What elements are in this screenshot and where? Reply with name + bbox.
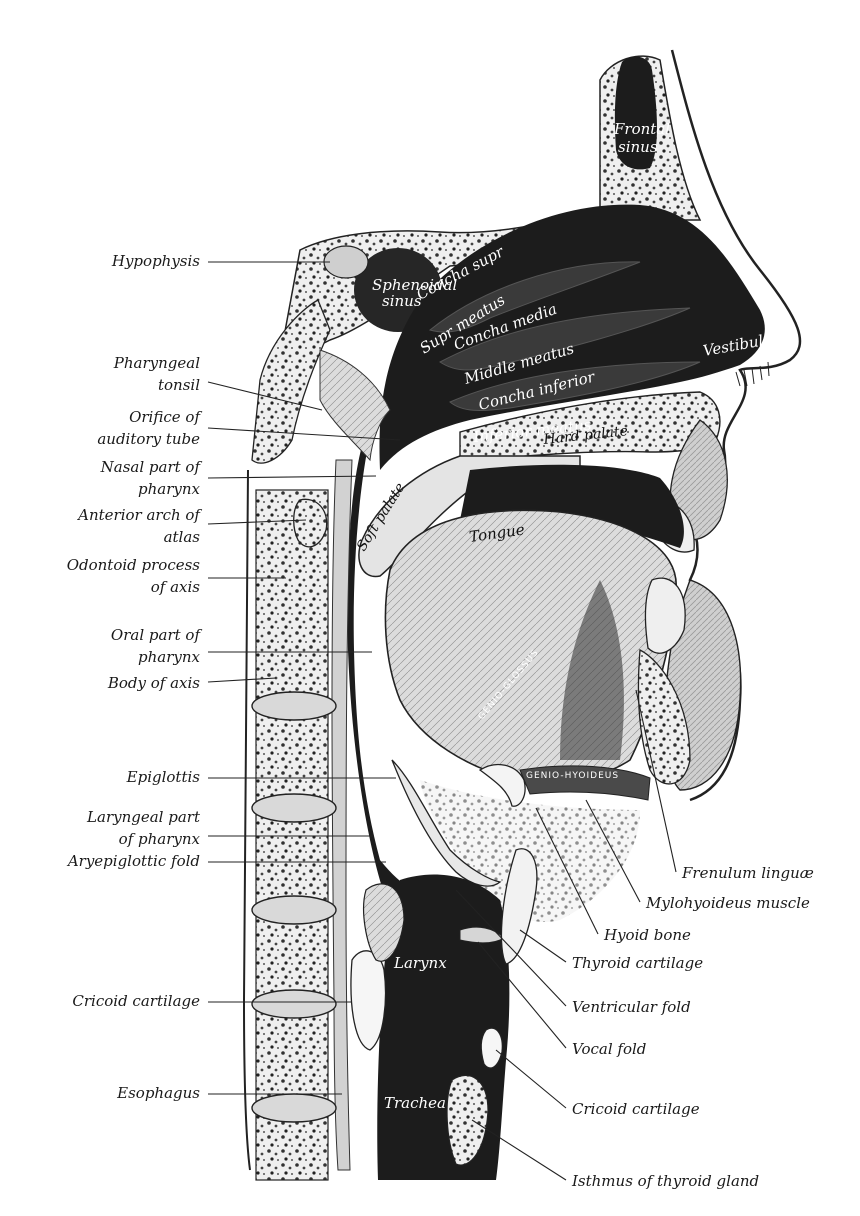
label-trachea: Trachea: [384, 1094, 446, 1112]
posterior-neck-outline: [242, 469, 251, 1171]
label-esophagus: Esophagus: [116, 1084, 200, 1102]
cricoid-cartilage-anterior: [480, 1027, 503, 1069]
oral-cavity: [460, 464, 684, 548]
label-mylohyoideus-muscle: Mylohyoideus muscle: [645, 894, 810, 912]
epiglottis-shape: [391, 759, 502, 887]
prevertebral-tissue: [331, 459, 353, 1171]
concha-media: [439, 307, 691, 371]
pharyngeal-wall: [319, 349, 391, 462]
genio-glossus-shade: [560, 580, 624, 760]
label-orifice-2: auditory tube: [97, 430, 200, 448]
label-thyroid-cartilage: Thyroid cartilage: [572, 954, 703, 972]
upper-lip: [669, 419, 728, 541]
label-frenulum-linguae: Frenulum linguæ: [681, 864, 814, 882]
left-labels: Hypophysis Pharyngeal tonsil Orifice of …: [66, 252, 203, 1102]
label-hyoid-bone: Hyoid bone: [603, 926, 691, 944]
intervertebral-discs: [251, 691, 337, 1123]
label-nasal-part-2: pharynx: [138, 480, 201, 498]
lower-incisor: [644, 577, 686, 654]
label-anterior-arch-2: atlas: [164, 528, 201, 546]
frontal-sinus: [614, 56, 657, 170]
label-cricoid-cartilage-right: Cricoid cartilage: [572, 1100, 700, 1118]
neck-soft-tissue: [420, 780, 640, 922]
label-isthmus-thyroid-gland: Isthmus of thyroid gland: [571, 1172, 759, 1190]
label-ventricular-fold: Ventricular fold: [572, 998, 691, 1016]
label-frontal-1: Frontal: [613, 120, 670, 138]
label-laryngeal-part-2: of pharynx: [119, 830, 201, 848]
concha-superior: [428, 261, 641, 333]
thyroid-cartilage-shape: [500, 848, 538, 965]
arytenoid-region: [363, 883, 405, 962]
mandible-bone: [637, 648, 691, 785]
right-leader-lines: [455, 689, 677, 1181]
label-larynx: Larynx: [393, 954, 447, 972]
hypophysis-shape: [323, 245, 369, 279]
tongue-body: [384, 509, 677, 783]
label-aryepiglottic-fold: Aryepiglottic fold: [66, 852, 200, 870]
label-anterior-arch-1: Anterior arch of: [76, 506, 202, 524]
label-cricoid-cartilage-left: Cricoid cartilage: [72, 992, 200, 1010]
label-vocal-fold: Vocal fold: [572, 1040, 646, 1058]
cricoid-cartilage-posterior: [350, 950, 387, 1051]
right-labels: Frenulum linguæ Mylohyoideus muscle Hyoi…: [571, 864, 814, 1190]
label-pharyngeal-tonsil-1: Pharyngeal: [113, 354, 200, 372]
label-sphenoidal-2: sinus: [382, 292, 422, 310]
label-laryngeal-part-1: Laryngeal part: [86, 808, 201, 826]
label-nasal-part-1: Nasal part of: [100, 458, 203, 476]
genio-hyoideus-shape: [519, 765, 651, 801]
left-leader-lines: [207, 261, 401, 1095]
label-oral-part-1: Oral part of: [111, 626, 203, 644]
concha-inferior: [449, 361, 701, 411]
label-genio-hyoideus: GENIO-HYOIDEUS: [526, 771, 619, 781]
label-epiglottis: Epiglottis: [126, 768, 201, 786]
label-frontal-2: sinus: [618, 138, 658, 156]
label-orifice-1: Orifice of: [129, 408, 202, 426]
occipital-bone: [251, 299, 331, 464]
label-hypophysis: Hypophysis: [111, 252, 200, 270]
label-sphenoidal-1: Sphenoidal: [372, 276, 457, 294]
label-odontoid-1: Odontoid process: [67, 556, 201, 574]
pharynx-channel: [347, 410, 480, 1020]
thyroid-isthmus-shape: [446, 1074, 489, 1166]
label-pharyngeal-tonsil-2: tonsil: [158, 376, 200, 394]
vestibule-hairs: [735, 361, 770, 387]
label-odontoid-2: of axis: [151, 578, 201, 596]
hyoid-bone-shape: [478, 763, 526, 807]
vertebral-column: [255, 489, 329, 1181]
label-body-of-axis: Body of axis: [107, 674, 200, 692]
label-oral-part-2: pharynx: [138, 648, 201, 666]
